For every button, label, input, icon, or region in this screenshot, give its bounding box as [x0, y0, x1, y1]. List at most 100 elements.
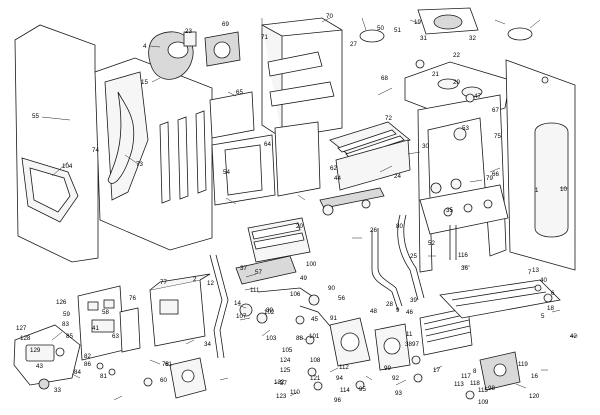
- part-label: 114: [340, 387, 350, 394]
- small-fittings: [96, 59, 553, 400]
- part-label: 113: [454, 381, 464, 388]
- part-label: 111: [250, 287, 260, 294]
- part-label: 13: [532, 267, 539, 274]
- part-label: 44: [334, 175, 341, 182]
- part-label: 71: [261, 34, 268, 41]
- part-label: 110: [290, 389, 300, 396]
- part-label: 7: [528, 269, 532, 276]
- part-label: 64: [264, 141, 271, 148]
- part-label: 123: [276, 393, 287, 400]
- part-label: 78: [162, 361, 169, 368]
- part-label: 48: [370, 308, 377, 315]
- part-label: 72: [385, 115, 392, 122]
- fan-assembly: [148, 31, 197, 80]
- part-label: 26: [370, 227, 377, 234]
- part-label: 95: [359, 386, 366, 393]
- part-label: 45: [311, 316, 318, 323]
- part-label: 70: [326, 13, 333, 20]
- part-label: 54: [223, 169, 230, 176]
- part-label: 103: [266, 335, 277, 342]
- part-label: 5: [541, 313, 545, 320]
- part-label: 51: [394, 27, 401, 34]
- part-label: 28: [386, 301, 393, 308]
- part-label: 24: [394, 173, 401, 180]
- insulation-panels: [209, 91, 321, 206]
- part-label: 22: [453, 52, 460, 59]
- electrics-box: [149, 273, 211, 347]
- part-label: 50: [377, 25, 384, 32]
- part-label: 117: [461, 373, 471, 380]
- part-label: 108: [310, 357, 321, 364]
- control-panel: [13, 324, 81, 390]
- part-label: 6: [551, 290, 555, 297]
- part-label: 38: [405, 341, 412, 348]
- part-label: 63: [112, 333, 119, 340]
- gas-valve: [169, 351, 521, 399]
- part-label: 53: [462, 125, 469, 132]
- part-label: 127: [16, 325, 27, 332]
- part-label: 76: [129, 295, 136, 302]
- part-label: 34: [204, 341, 211, 348]
- part-label: 27: [350, 41, 357, 48]
- burner: [319, 121, 411, 209]
- part-label: 25: [410, 253, 417, 260]
- part-label: 35: [446, 207, 453, 214]
- heat-exchanger: [235, 217, 311, 285]
- part-label: 97: [412, 341, 419, 348]
- part-label: 126: [56, 299, 67, 306]
- part-label: 52: [428, 240, 435, 247]
- part-label: 106: [290, 291, 301, 298]
- part-label: 73: [136, 161, 143, 168]
- part-label: 33: [54, 387, 61, 394]
- part-label: 15: [141, 79, 148, 86]
- part-label: 21: [432, 71, 439, 78]
- part-label: 91: [330, 315, 337, 322]
- part-labels: 1 2 4 5 6 7 8 9 10 11 12 13 14 15 16 17 …: [16, 13, 577, 406]
- part-label: 66: [492, 171, 499, 178]
- part-label: 30: [422, 143, 429, 150]
- part-label: 31: [420, 35, 427, 42]
- part-label: 58: [102, 309, 109, 316]
- leader-lines: [41, 17, 578, 401]
- part-label: 62: [330, 165, 337, 172]
- part-label: 104: [62, 163, 73, 170]
- part-label: 83: [62, 321, 69, 328]
- part-label: 29: [453, 79, 460, 86]
- part-label: 100: [306, 261, 317, 268]
- rear-frame-panel: [94, 57, 213, 251]
- main-frame: [417, 94, 509, 273]
- part-label: 125: [280, 367, 291, 374]
- part-label: 124: [280, 357, 291, 364]
- part-label: 75: [494, 133, 501, 140]
- part-label: 42: [570, 333, 577, 340]
- part-label: 67: [492, 107, 499, 114]
- part-label: 105: [282, 347, 293, 354]
- part-label: 82: [84, 353, 91, 360]
- part-label: 122: [274, 379, 285, 386]
- bottom-rail: [439, 279, 561, 319]
- part-label: 101: [309, 333, 320, 340]
- part-label: 89: [266, 307, 273, 314]
- part-label: 116: [458, 252, 468, 259]
- part-label: 92: [392, 375, 399, 382]
- part-label: 69: [222, 21, 229, 28]
- part-label: 57: [255, 269, 262, 276]
- part-label: 88: [296, 335, 303, 342]
- part-label: 10: [560, 186, 567, 193]
- part-label: 99: [384, 365, 391, 372]
- part-label: 119: [518, 361, 528, 368]
- part-label: 102: [264, 309, 275, 316]
- part-label: 17: [433, 367, 440, 374]
- part-label: 46: [406, 309, 413, 316]
- part-label: 61: [165, 361, 172, 368]
- part-label: 121: [310, 375, 321, 382]
- part-label: 49: [300, 275, 307, 282]
- part-label: 2: [193, 276, 197, 283]
- part-label: 112: [339, 364, 349, 371]
- part-label: 80: [396, 223, 403, 230]
- part-label: 16: [531, 373, 538, 380]
- part-label: 79: [486, 175, 493, 182]
- part-label: 74: [92, 147, 99, 154]
- part-label: 23: [185, 28, 192, 35]
